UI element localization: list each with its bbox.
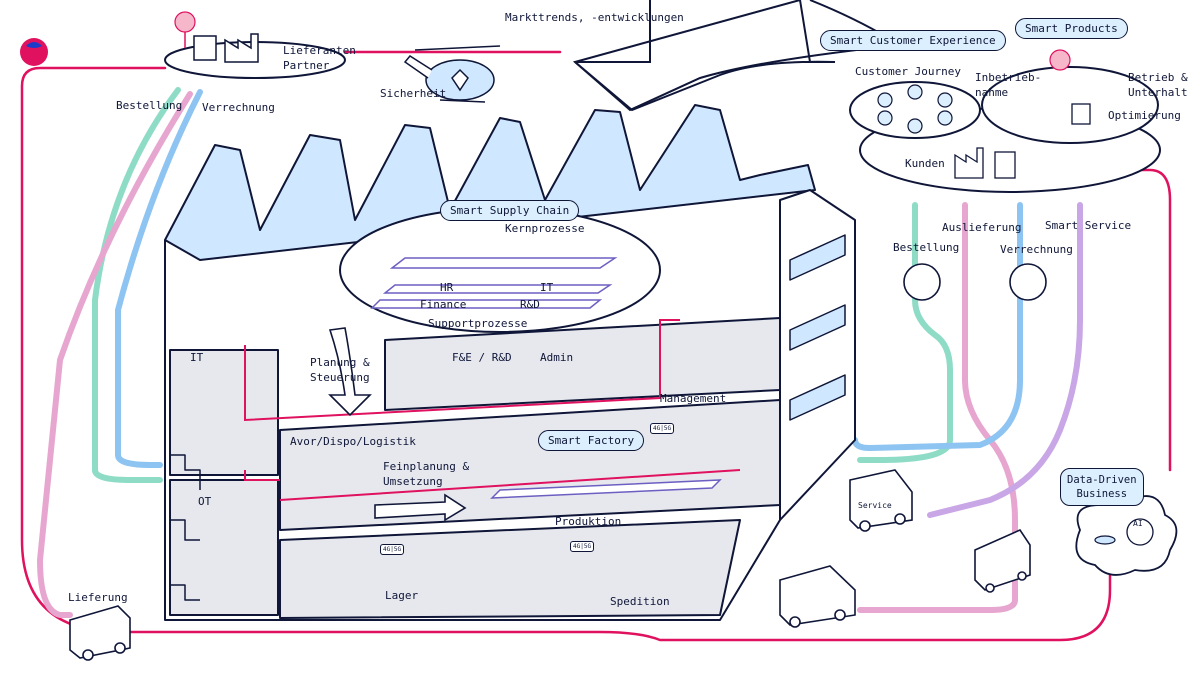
mint-pipe-customer bbox=[857, 202, 953, 463]
billing-label-right: Verrechnung bbox=[1000, 243, 1073, 256]
red-network-lines bbox=[244, 319, 741, 501]
red-flow-line-right bbox=[1108, 168, 1172, 472]
logistics-label: Avor/Dispo/Logistik bbox=[290, 435, 416, 448]
smart-supply-chain-badge: Smart Supply Chain bbox=[440, 200, 580, 221]
lilac-pipe bbox=[37, 91, 193, 618]
ai-icon bbox=[1126, 518, 1154, 546]
server-icon-customer bbox=[994, 151, 1016, 179]
upper-floor bbox=[384, 317, 781, 411]
factory-icon-customer bbox=[954, 147, 984, 179]
finance-label: Finance bbox=[420, 298, 467, 311]
it-process-label: IT bbox=[540, 281, 554, 294]
invoice-icon bbox=[1009, 263, 1047, 301]
delivery-label-right: Auslieferung bbox=[942, 221, 1022, 234]
ground-floor bbox=[279, 519, 741, 619]
planning-arrow bbox=[328, 327, 372, 417]
phone-order-icon bbox=[903, 263, 941, 301]
management-label: Management bbox=[660, 392, 727, 405]
warehouse-label: Lager bbox=[385, 589, 419, 602]
brain-icon-partner bbox=[174, 11, 196, 33]
brand-logo-icon bbox=[20, 38, 48, 66]
data-driven-business-badge: Data-Driven Business bbox=[1060, 468, 1144, 507]
helicopter-icon bbox=[403, 45, 501, 103]
customers-label: Kunden bbox=[905, 157, 945, 170]
lilac-pipe-service bbox=[927, 202, 1083, 518]
feinplanung-arrow bbox=[374, 493, 467, 522]
delivery-label-left: Lieferung bbox=[68, 591, 128, 604]
admin-label: Admin bbox=[540, 351, 574, 364]
mint-pipe-bestellung bbox=[92, 87, 181, 483]
smart-products-badge: Smart Products bbox=[1015, 18, 1128, 39]
database-icon bbox=[1094, 535, 1116, 545]
delivery-truck-left bbox=[69, 605, 131, 661]
network-tag-warehouse: 4G|5G bbox=[380, 544, 405, 555]
data-cloud bbox=[1075, 493, 1178, 576]
order-label-left: Bestellung bbox=[116, 99, 183, 112]
smart-factory-badge: Smart Factory bbox=[538, 430, 645, 451]
semi-truck bbox=[974, 528, 1031, 593]
order-label-right: Bestellung bbox=[893, 241, 960, 254]
ot-room-label: OT bbox=[198, 495, 212, 508]
factory-building bbox=[164, 104, 856, 621]
ot-room bbox=[169, 479, 279, 616]
pink-pipe-delivery bbox=[857, 557, 1018, 613]
supply-chain-ellipse bbox=[339, 207, 661, 333]
shipping-label: Spedition bbox=[610, 595, 670, 608]
production-label: Produktion bbox=[555, 515, 622, 528]
process-bars bbox=[370, 257, 722, 499]
products-platform bbox=[981, 66, 1159, 144]
rd-label: R&D bbox=[520, 298, 540, 311]
market-trends-arrow bbox=[572, 0, 836, 112]
smart-service-label: Smart Service bbox=[1045, 219, 1132, 232]
security-label: Sicherheit bbox=[380, 87, 447, 100]
support-processes-label: Supportprozesse bbox=[428, 317, 528, 330]
sky-pipe-verrechnung bbox=[115, 89, 203, 468]
partners-label: Lieferanten Partner bbox=[283, 44, 356, 73]
brain-icon-products bbox=[1049, 49, 1071, 71]
service-van-label: Service bbox=[858, 501, 892, 510]
operation-label: Betrieb & Unterhalt bbox=[1128, 71, 1188, 100]
optimisation-label: Optimierung bbox=[1108, 109, 1181, 122]
network-tag-shipping: 4G|5G bbox=[570, 541, 595, 552]
stairs bbox=[170, 454, 201, 601]
market-trends-label: Markttrends, -entwicklungen bbox=[505, 11, 684, 24]
billing-label-left: Verrechnung bbox=[202, 101, 275, 114]
sky-pipe-verrechnung-right bbox=[852, 202, 1023, 451]
ai-label: AI bbox=[1133, 519, 1143, 528]
factory-icon-partner bbox=[224, 33, 259, 63]
hr-label: HR bbox=[440, 281, 454, 294]
rd-dept-label: F&E / R&D bbox=[452, 351, 512, 364]
cargo-van bbox=[779, 565, 856, 628]
customer-journey-label: Customer Journey bbox=[855, 65, 961, 78]
roof-skylights bbox=[164, 104, 816, 261]
server-icon-partner bbox=[193, 35, 217, 61]
planning-label: Planung & Steuerung bbox=[310, 356, 370, 385]
service-van bbox=[849, 469, 913, 532]
it-room-label: IT bbox=[190, 351, 204, 364]
core-processes-label: Kernprozesse bbox=[505, 222, 585, 235]
network-tag-factory: 4G|5G bbox=[650, 423, 675, 434]
fine-planning-label: Feinplanung & Umsetzung bbox=[383, 460, 470, 489]
washer-icon bbox=[1071, 103, 1091, 125]
it-room bbox=[169, 349, 279, 476]
smart-customer-experience-badge: Smart Customer Experience bbox=[820, 30, 1006, 51]
journey-nodes bbox=[877, 84, 953, 134]
middle-floor bbox=[279, 399, 781, 531]
commissioning-label: Inbetrieb- nahme bbox=[975, 71, 1042, 100]
